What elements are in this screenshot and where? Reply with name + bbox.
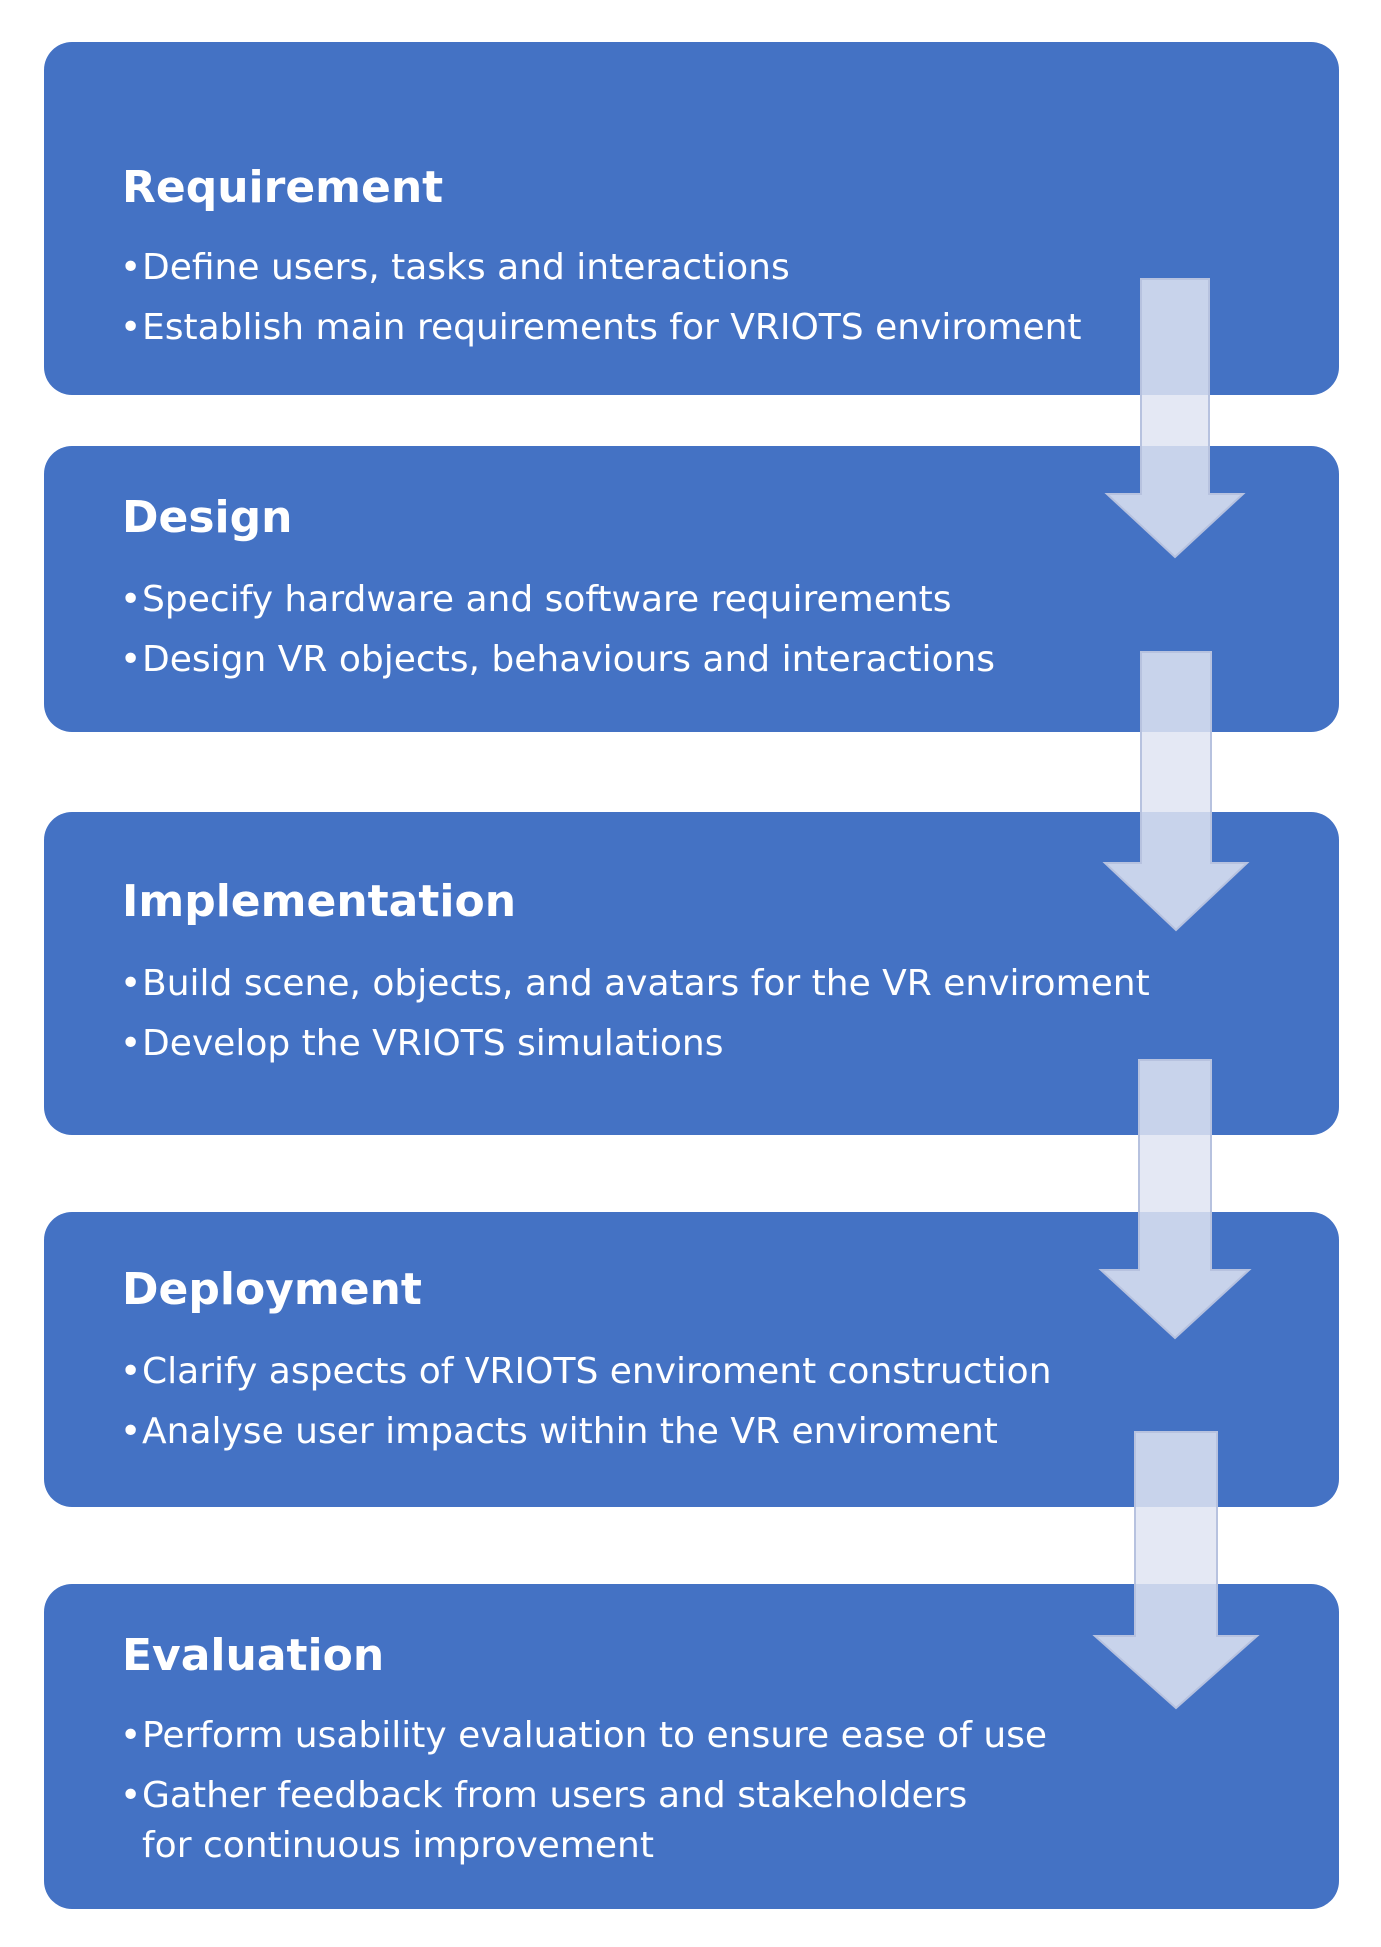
down-arrow-shape (1102, 651, 1250, 932)
bullet-icon: • (120, 579, 142, 620)
stage-item: •Define users, tasks and interactions (120, 238, 1082, 298)
bullet-icon: • (120, 307, 142, 348)
stage-title: Requirement (122, 162, 444, 213)
down-arrow-shape (1098, 1059, 1252, 1340)
bullet-icon: • (120, 639, 142, 680)
stage-box-deployment: Deployment •Clarify aspects of VRIOTS en… (44, 1212, 1339, 1507)
down-arrow-icon (1104, 278, 1246, 559)
stage-item-list: •Specify hardware and software requireme… (120, 570, 995, 690)
stage-item: •Clarify aspects of VRIOTS enviroment co… (120, 1342, 1052, 1402)
bullet-icon: • (120, 963, 142, 1004)
stage-item-list: •Clarify aspects of VRIOTS enviroment co… (120, 1342, 1052, 1462)
stage-item-list: •Define users, tasks and interactions •E… (120, 238, 1082, 358)
bullet-icon: • (120, 1715, 142, 1756)
stage-item: •Develop the VRIOTS simulations (120, 1014, 1150, 1074)
stage-title: Design (122, 492, 293, 543)
down-arrow-icon (1098, 1059, 1252, 1340)
stage-item-list: •Perform usability evaluation to ensure … (120, 1706, 1047, 1871)
stage-item: •Analyse user impacts within the VR envi… (120, 1402, 1052, 1462)
stage-title: Deployment (122, 1264, 422, 1315)
bullet-icon: • (120, 247, 142, 288)
down-arrow-shape (1104, 278, 1246, 559)
stage-item: •Gather feedback from users and stakehol… (120, 1771, 1020, 1871)
stage-item: •Design VR objects, behaviours and inter… (120, 630, 995, 690)
down-arrow-shape (1092, 1431, 1260, 1710)
stage-title: Evaluation (122, 1630, 385, 1681)
stage-item: •Establish main requirements for VRIOTS … (120, 298, 1082, 358)
bullet-icon: • (120, 1023, 142, 1064)
bullet-icon: • (120, 1775, 142, 1816)
stage-title: Implementation (122, 876, 517, 927)
bullet-icon: • (120, 1351, 142, 1392)
bullet-icon: • (120, 1411, 142, 1452)
stage-item: •Build scene, objects, and avatars for t… (120, 954, 1150, 1014)
down-arrow-icon (1092, 1431, 1260, 1710)
down-arrow-icon (1102, 651, 1250, 932)
stage-item: •Specify hardware and software requireme… (120, 570, 995, 630)
stage-box-requirement: Requirement •Define users, tasks and int… (44, 42, 1339, 395)
stage-item: •Perform usability evaluation to ensure … (120, 1706, 1047, 1766)
stage-item-list: •Build scene, objects, and avatars for t… (120, 954, 1150, 1074)
